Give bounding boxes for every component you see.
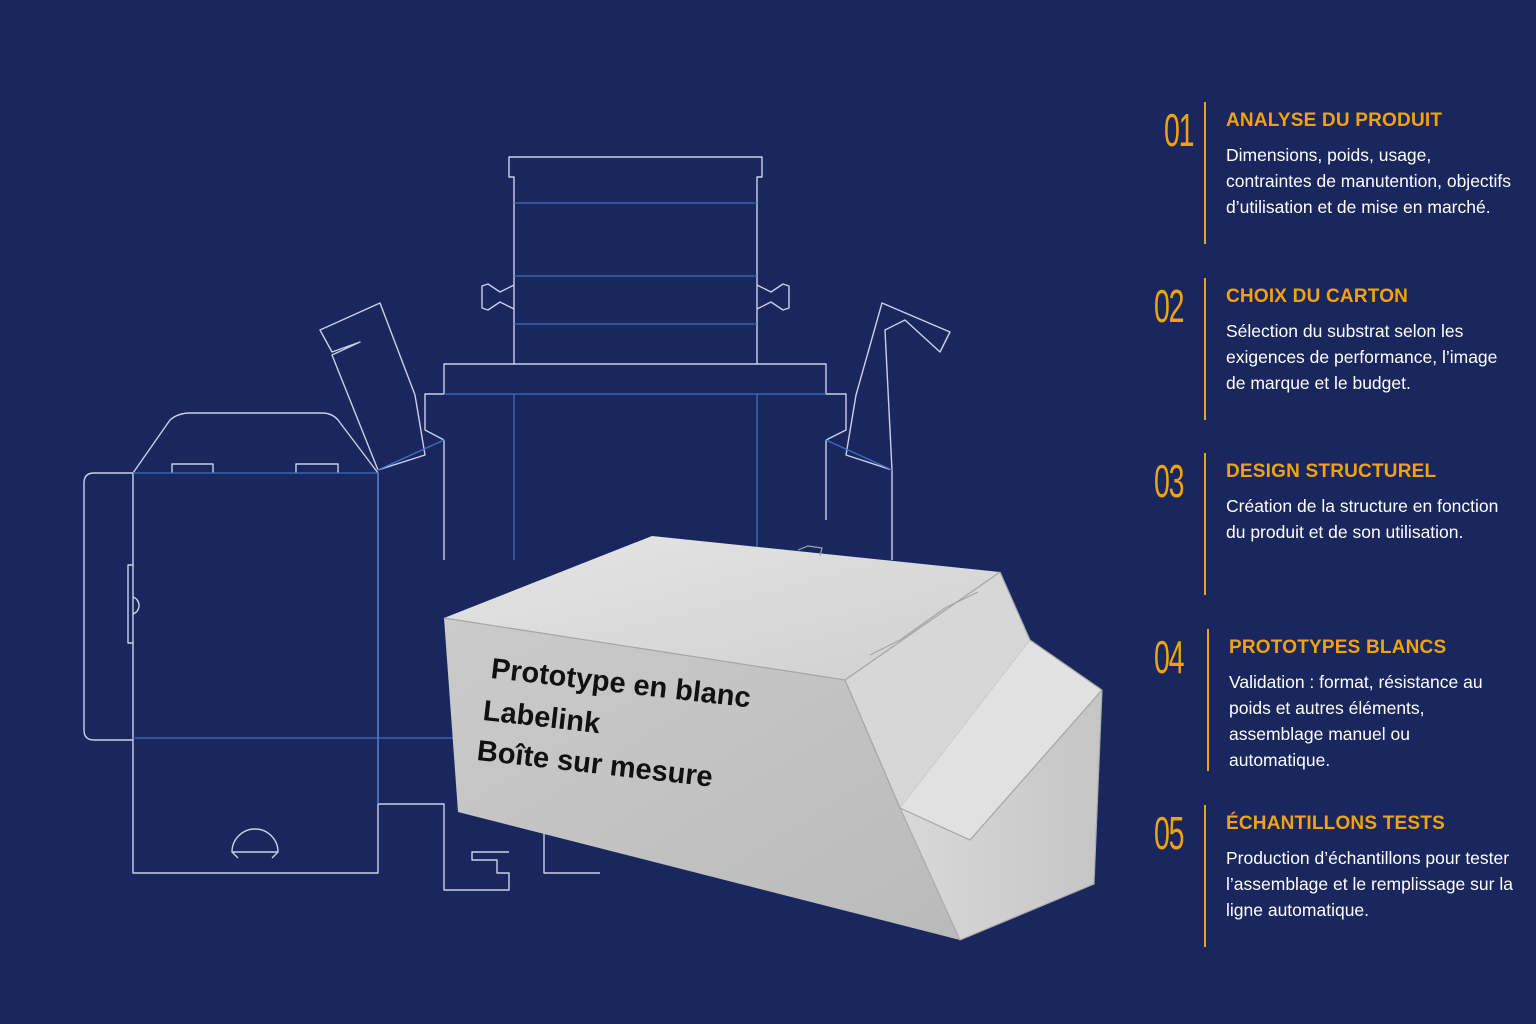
step-divider: [1207, 629, 1209, 771]
step-title: ANALYSE DU PRODUIT: [1226, 110, 1443, 131]
step-divider: [1204, 805, 1206, 947]
step-title: PROTOTYPES BLANCS: [1229, 637, 1447, 658]
step-number: 01: [1164, 104, 1194, 156]
step-05: 05 ÉCHANTILLONS TESTS Production d’échan…: [1150, 805, 1513, 947]
step-number: 05: [1154, 807, 1184, 859]
step-01: 01 ANALYSE DU PRODUIT Dimensions, poids,…: [1150, 102, 1511, 244]
step-number: 04: [1154, 631, 1184, 683]
step-number: 03: [1154, 455, 1184, 507]
step-title: DESIGN STRUCTUREL: [1226, 461, 1437, 482]
step-title: ÉCHANTILLONS TESTS: [1226, 813, 1445, 834]
step-divider: [1204, 102, 1206, 244]
step-description: Création de la structure en fonction du …: [1226, 496, 1499, 542]
step-02: 02 CHOIX DU CARTON Sélection du substrat…: [1150, 278, 1510, 420]
step-description: Sélection du substrat selon les exigence…: [1226, 321, 1498, 393]
step-description: Production d’échantillons pour tester l’…: [1226, 848, 1513, 920]
step-description: Validation : format, résistance au poids…: [1229, 672, 1483, 770]
step-title: CHOIX DU CARTON: [1226, 286, 1409, 307]
step-divider: [1204, 278, 1206, 420]
step-04: 04 PROTOTYPES BLANCS Validation : format…: [1150, 629, 1510, 771]
step-03: 03 DESIGN STRUCTUREL Création de la stru…: [1150, 453, 1510, 595]
step-description: Dimensions, poids, usage, contraintes de…: [1226, 145, 1512, 217]
step-number: 02: [1154, 280, 1184, 332]
step-divider: [1204, 453, 1206, 595]
